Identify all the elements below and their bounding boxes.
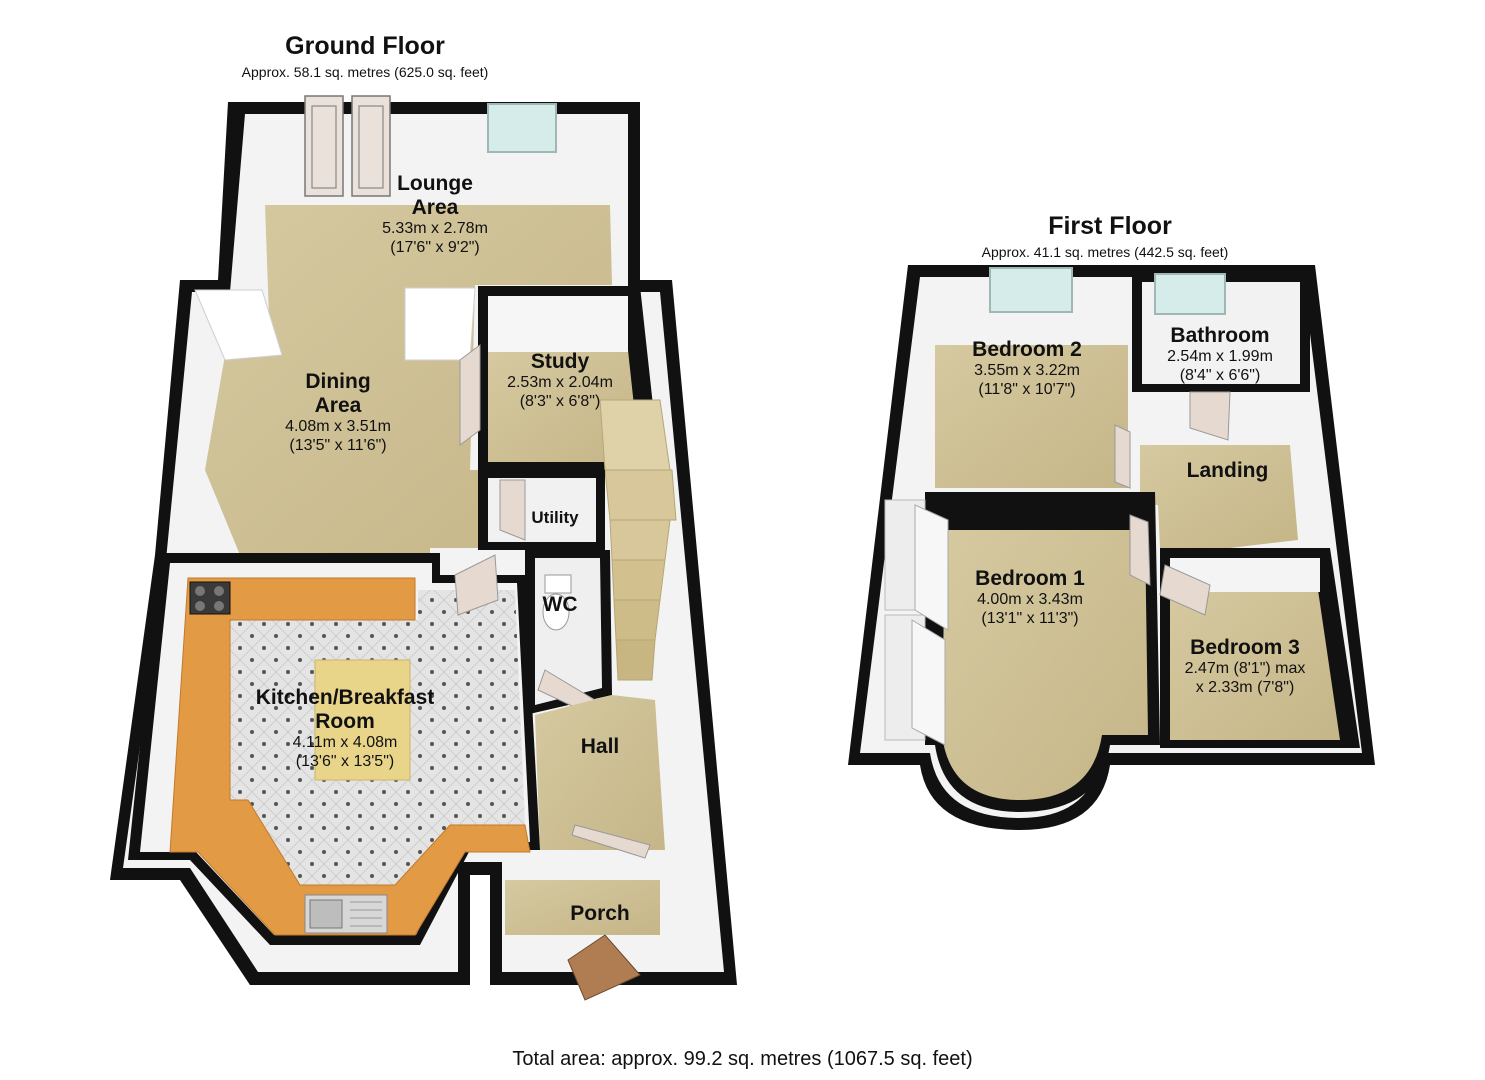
breakfast-table <box>314 659 411 781</box>
hall-door <box>571 824 651 859</box>
room-name: Kitchen/Breakfast <box>255 686 435 709</box>
room-wc: WC <box>530 593 590 617</box>
room-dimensions: (8'3" x 6'8") <box>519 392 601 410</box>
room-name: Area <box>314 394 362 418</box>
room-dining-area: Dining Area 4.08m x 3.51m (13'5" x 11'6"… <box>238 370 438 455</box>
room-name: WC <box>542 593 578 616</box>
sink-icon <box>304 894 388 934</box>
room-bedroom-3: Bedroom 3 2.47m (8'1") max x 2.33m (7'8"… <box>1160 636 1330 697</box>
porch-door <box>567 934 641 1001</box>
room-name: Bedroom 1 <box>975 567 1085 590</box>
room-dimensions: 2.54m x 1.99m <box>1167 348 1273 366</box>
dining-wall-right <box>404 287 476 361</box>
room-name: Hall <box>580 735 620 758</box>
room-dimensions: (11'8" x 10'7") <box>978 380 1076 398</box>
room-dimensions: (17'6" x 9'2") <box>390 238 480 256</box>
room-dimensions: 4.11m x 4.08m <box>292 734 398 752</box>
bedroom-1-floor <box>942 530 1148 800</box>
room-dimensions: 5.33m x 2.78m <box>382 220 488 238</box>
bedroom-2-floor <box>935 345 1128 488</box>
staircase <box>599 399 677 681</box>
room-name: Bedroom 2 <box>972 338 1082 361</box>
room-kitchen-breakfast: Kitchen/Breakfast Room 4.11m x 4.08m (13… <box>220 686 470 771</box>
study-door <box>459 344 481 446</box>
lounge-dining-floor <box>205 205 612 555</box>
room-bedroom-1: Bedroom 1 4.00m x 3.43m (13'1" x 11'3") <box>930 567 1130 628</box>
toilet-icon <box>542 574 572 631</box>
room-dimensions: 2.47m (8'1") max <box>1184 660 1306 678</box>
lounge-window <box>487 103 557 153</box>
room-name: Room <box>315 710 375 734</box>
room-bathroom: Bathroom 2.54m x 1.99m (8'4" x 6'6") <box>1140 324 1300 385</box>
dining-wall-left <box>194 289 283 361</box>
room-landing: Landing <box>1165 459 1290 483</box>
room-name: Landing <box>1186 459 1269 482</box>
room-study: Study 2.53m x 2.04m (8'3" x 6'8") <box>480 350 640 411</box>
room-dimensions: 3.55m x 3.22m <box>974 362 1080 380</box>
room-dimensions: (13'1" x 11'3") <box>981 609 1079 627</box>
room-bedroom-2: Bedroom 2 3.55m x 3.22m (11'8" x 10'7") <box>932 338 1122 399</box>
kitchen-counter-top <box>169 577 531 936</box>
bedroom-2-window <box>989 267 1073 313</box>
landing-floor <box>1140 445 1298 548</box>
bedroom-1-door <box>1129 514 1151 586</box>
kitchen-door <box>454 554 499 616</box>
room-dimensions: (8'4" x 6'6") <box>1179 366 1261 384</box>
bedroom-3-floor <box>1170 590 1340 740</box>
room-name: Area <box>411 196 459 220</box>
room-dimensions: 4.08m x 3.51m <box>285 418 391 436</box>
room-name: Bedroom 3 <box>1190 636 1300 659</box>
total-area: Total area: approx. 99.2 sq. metres (106… <box>512 1048 973 1070</box>
lounge-french-doors <box>304 95 391 197</box>
room-dimensions: x 2.33m (7'8") <box>1195 678 1295 696</box>
room-name: Study <box>530 350 590 373</box>
utility-door <box>499 479 526 541</box>
room-utility: Utility <box>505 508 605 528</box>
room-porch: Porch <box>550 902 650 926</box>
room-name: Lounge <box>397 172 473 195</box>
ground-floor-area: Approx. 58.1 sq. metres (625.0 sq. feet) <box>241 64 489 80</box>
bedroom-2-door <box>1114 424 1131 489</box>
room-hall: Hall <box>560 735 640 759</box>
bathroom-door <box>1189 391 1231 441</box>
room-dimensions: 2.53m x 2.04m <box>507 374 613 392</box>
room-dimensions: (13'6" x 13'5") <box>295 752 395 770</box>
ground-floor-title: Ground Floor <box>285 32 445 60</box>
room-name: Bathroom <box>1170 324 1270 347</box>
bedroom-3-door <box>1159 564 1211 616</box>
room-dimensions: 4.00m x 3.43m <box>977 591 1083 609</box>
first-floor-title: First Floor <box>1048 212 1172 240</box>
first-floor-plan <box>848 265 1375 830</box>
hall-floor <box>535 695 665 850</box>
bathroom-window <box>1154 273 1226 315</box>
ground-floor-plan <box>110 95 737 1001</box>
hob-icon <box>189 581 231 615</box>
wardrobes <box>884 499 949 746</box>
first-floor-area: Approx. 41.1 sq. metres (442.5 sq. feet) <box>981 244 1229 260</box>
room-name: Dining <box>305 370 371 393</box>
study-wall-face <box>488 296 628 352</box>
porch-floor <box>505 880 660 935</box>
room-name: Utility <box>531 508 579 527</box>
room-dimensions: (13'5" x 11'6") <box>289 436 387 454</box>
room-name: Porch <box>570 902 630 925</box>
room-lounge-area: Lounge Area 5.33m x 2.78m (17'6" x 9'2") <box>335 172 535 257</box>
